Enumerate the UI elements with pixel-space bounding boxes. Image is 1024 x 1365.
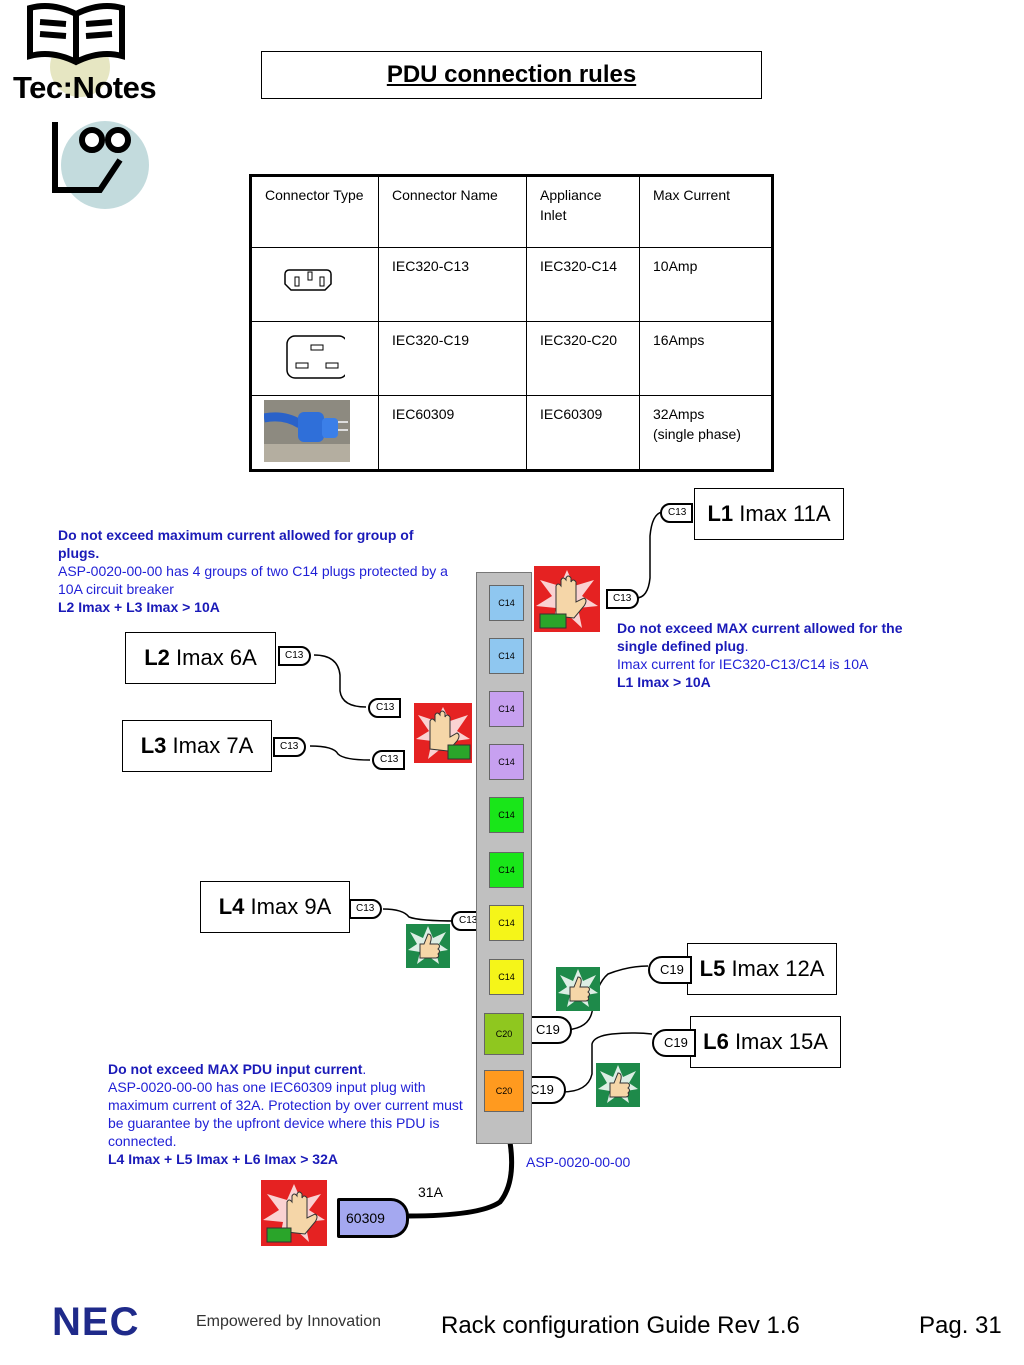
plug-c13-l3: C13 [273,737,307,757]
stop-hand-icon [414,703,472,763]
pdu-socket-c14-8: C14 [489,959,524,995]
load-l6: L6 Imax 15A [690,1016,841,1068]
pdu-socket-c20-2: C20 [484,1070,524,1112]
footer-tagline: Empowered by Innovation [196,1313,381,1330]
footer-page-number: Pag. 31 [919,1312,1002,1339]
plug-c13-l4: C13 [349,899,383,919]
logo-text: Tec:Notes [13,70,157,105]
pdu-socket-c14-7: C14 [489,905,524,941]
cell-max-current: 16Amps [639,321,773,396]
cell-max-current: 32Amps(single phase) [639,395,773,471]
iec60309-plug-photo [250,395,379,471]
load-l1: L1 Imax 11A [694,488,844,540]
note-single-plug-limit: Do not exceed MAX current allowed for th… [617,620,903,690]
cell-appliance-inlet: IEC320-C20 [526,321,640,396]
cell-connector-name: IEC320-C19 [378,321,527,396]
plug-c19-l5: C19 [648,956,692,984]
plug-c13-l3-pdu: C13 [372,750,406,770]
tecnotes-logo [0,0,180,215]
pdu-model-label: ASP-0020-00-00 [526,1154,631,1170]
cell-connector-name: IEC320-C13 [378,247,527,322]
plug-c19-pdu-1: C19 [528,1016,572,1044]
header-appliance-inlet: Appliance Inlet [526,175,640,248]
pdu-socket-c14-6: C14 [489,852,524,888]
plug-c13-l1: C13 [660,503,694,523]
load-l5: L5 Imax 12A [687,943,837,995]
stop-hand-icon [261,1180,327,1246]
table-row: IEC320-C19 IEC320-C20 16Amps [250,321,773,396]
pdu-input-plug: 60309 [337,1198,409,1238]
load-l3: L3 Imax 7A [122,720,272,772]
plug-c13-l1-pdu: C13 [606,589,640,609]
header-max-current: Max Current [639,175,773,248]
nec-logo: NEC [52,1300,140,1344]
logo-graphic [27,3,149,209]
connector-table: Connector Type Connector Name Appliance … [249,174,774,472]
pdu-input-current: 31A [418,1184,443,1200]
note-group-limit: Do not exceed maximum current allowed fo… [58,527,448,615]
pdu-socket-c14-3: C14 [489,691,524,727]
table-header-row: Connector Type Connector Name Appliance … [250,175,773,248]
pdu-strip: C14 C14 C14 C14 C14 C14 C14 C14 C20 C20 [476,572,532,1144]
c13-connector-icon [250,247,379,322]
header-connector-type: Connector Type [250,175,379,248]
pdu-socket-c14-1: C14 [489,585,524,621]
thumbs-up-icon [596,1063,640,1107]
table-row: IEC60309 IEC60309 32Amps(single phase) [250,395,773,471]
page-title: PDU connection rules [261,51,762,99]
plug-c19-l6: C19 [652,1029,696,1057]
plug-c13-l2-pdu: C13 [368,698,402,718]
footer-guide-title: Rack configuration Guide Rev 1.6 [441,1312,800,1339]
plug-c13-l2: C13 [278,646,312,666]
cell-appliance-inlet: IEC320-C14 [526,247,640,322]
pdu-socket-c20-1: C20 [484,1013,524,1055]
pdu-socket-c14-5: C14 [489,797,524,833]
thumbs-up-icon [406,924,450,968]
thumbs-up-icon [556,967,600,1011]
c19-connector-icon [250,321,379,396]
pdu-socket-c14-2: C14 [489,638,524,674]
load-l2: L2 Imax 6A [125,632,276,684]
stop-hand-icon [534,566,600,632]
load-l4: L4 Imax 9A [200,881,350,933]
pdu-socket-c14-4: C14 [489,744,524,780]
note-pdu-input-limit: Do not exceed MAX PDU input current.ASP-… [108,1061,463,1167]
